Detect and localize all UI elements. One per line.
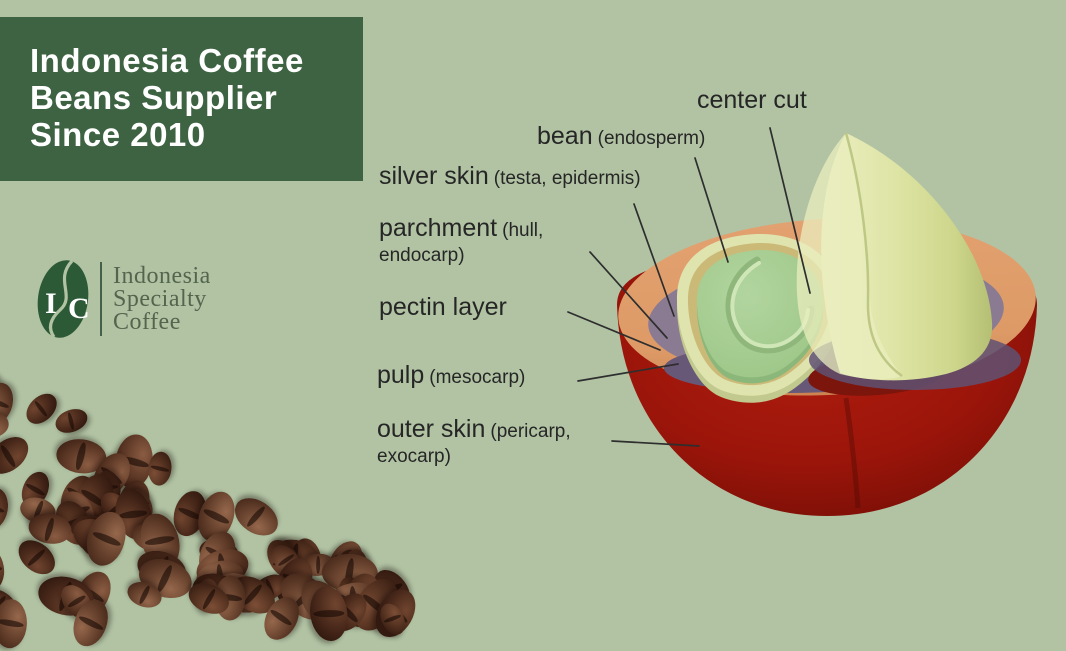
label-outer-skin: outer skin(pericarp, exocarp)	[377, 415, 571, 467]
coffee-bean-logo-icon: I C	[37, 259, 90, 338]
svg-text:I: I	[45, 287, 57, 320]
leader-outer-skin	[611, 440, 700, 447]
leader-silver-skin	[633, 203, 675, 317]
logo-name-line-3: Coffee	[113, 308, 181, 335]
leader-center-cut	[769, 127, 811, 294]
logo-name-line-2: Specialty	[113, 285, 207, 312]
header-title-line-3: Since 2010	[30, 116, 206, 153]
coffee-bean-crease	[0, 618, 25, 629]
logo-wordmark: Indonesia Specialty Coffee	[113, 262, 211, 335]
infographic-canvas: { "header": { "title_lines": ["Indonesia…	[0, 17, 1037, 651]
label-parchment: parchment(hull, endocarp)	[379, 214, 544, 266]
cherry-front-crease	[843, 397, 861, 509]
header-title-line-2: Beans Supplier	[30, 79, 278, 116]
leader-lines	[567, 127, 811, 447]
svg-text:C: C	[68, 292, 90, 325]
bean-standing-cut-face	[796, 133, 902, 380]
leader-pectin	[567, 311, 661, 351]
label-silver-skin: silver skin(testa, epidermis)	[379, 162, 641, 190]
coffee-cherry-diagram	[567, 127, 1037, 516]
label-bean: bean(endosperm)	[537, 122, 706, 150]
logo-name-line-1: Indonesia	[113, 262, 211, 289]
coffee-bean-crease	[77, 614, 104, 632]
coffee-bean	[0, 598, 28, 649]
coffee-bean-crease	[313, 609, 345, 618]
label-pectin-layer: pectin layer	[379, 293, 507, 321]
leader-pulp	[577, 363, 679, 382]
leader-bean	[694, 157, 729, 263]
bean-standing-ridge	[844, 132, 903, 378]
company-logo: I C Indonesia Specialty Coffee	[36, 258, 211, 340]
header-banner: Indonesia Coffee Beans Supplier Since 20…	[0, 17, 363, 181]
label-center-cut: center cut	[697, 86, 807, 114]
leader-parchment	[589, 251, 668, 339]
logo-divider	[100, 262, 102, 336]
header-title-line-1: Indonesia Coffee	[30, 42, 304, 79]
label-pulp: pulp(mesocarp)	[377, 361, 526, 389]
coffee-bean-crease	[269, 608, 294, 628]
coffee-bean-crease	[383, 614, 403, 625]
